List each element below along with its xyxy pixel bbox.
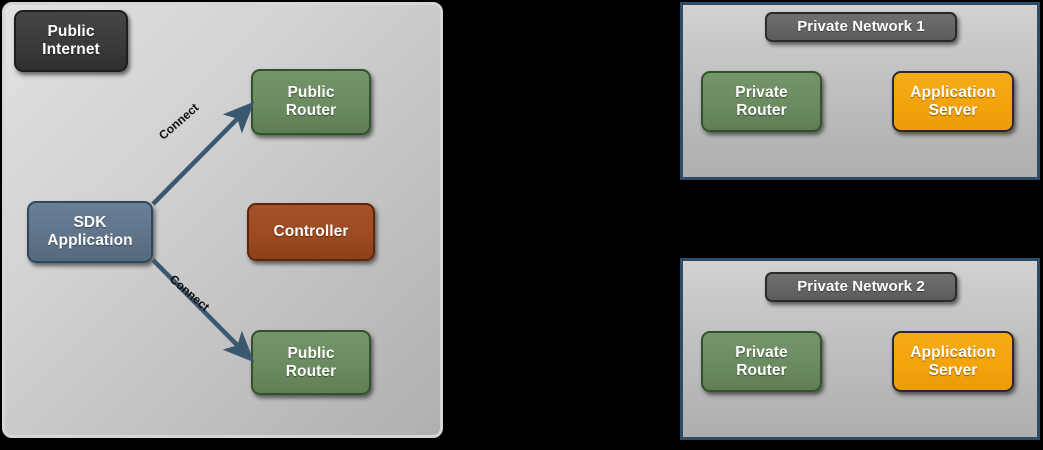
node-controller-label: Controller xyxy=(273,223,349,241)
node-application-server-1-line2: Server xyxy=(928,101,978,119)
node-public-router-1-line2: Router xyxy=(285,102,337,119)
node-application-server-1[interactable]: Application Server xyxy=(892,71,1014,132)
node-application-server-1-line1: Application xyxy=(910,83,996,101)
node-public-router-1[interactable]: Public Router xyxy=(251,69,371,135)
badge-private-network-1: Private Network 1 xyxy=(765,12,957,42)
node-private-router-1-line1: Private xyxy=(735,83,788,101)
node-private-router-2-label: Private Router xyxy=(735,344,787,380)
node-public-router-2[interactable]: Public Router xyxy=(251,330,371,395)
node-sdk-application-label: SDK Application xyxy=(47,214,133,250)
node-public-internet[interactable]: Public Internet xyxy=(14,10,128,72)
node-sdk-application-line1: SDK xyxy=(73,214,107,232)
node-public-router-2-label: Public Router xyxy=(286,345,337,381)
node-private-router-1[interactable]: Private Router xyxy=(701,71,822,132)
node-private-router-1-label: Private Router xyxy=(735,84,787,120)
node-public-router-1-label: Public Router xyxy=(286,84,337,120)
badge-private-network-2: Private Network 2 xyxy=(765,272,957,302)
node-application-server-1-label: Application Server xyxy=(910,84,996,120)
node-public-router-2-line1: Public xyxy=(287,344,335,362)
node-controller[interactable]: Controller xyxy=(247,203,375,261)
node-sdk-application-line2: Application xyxy=(47,232,133,249)
node-public-internet-line1: Public xyxy=(47,23,95,41)
node-application-server-2-line2: Server xyxy=(928,361,978,379)
node-sdk-application[interactable]: SDK Application xyxy=(27,201,153,263)
node-public-router-2-line2: Router xyxy=(285,362,337,380)
node-private-router-2[interactable]: Private Router xyxy=(701,331,822,392)
node-private-router-2-line1: Private xyxy=(735,343,788,361)
node-private-router-1-line2: Router xyxy=(736,101,787,119)
node-public-internet-line2: Internet xyxy=(42,41,100,58)
node-private-router-2-line2: Router xyxy=(736,361,787,379)
node-application-server-2[interactable]: Application Server xyxy=(892,331,1014,392)
node-application-server-2-label: Application Server xyxy=(910,344,996,380)
node-public-router-1-line1: Public xyxy=(287,84,335,102)
node-application-server-2-line1: Application xyxy=(910,343,996,361)
node-public-internet-label: Public Internet xyxy=(42,23,100,59)
